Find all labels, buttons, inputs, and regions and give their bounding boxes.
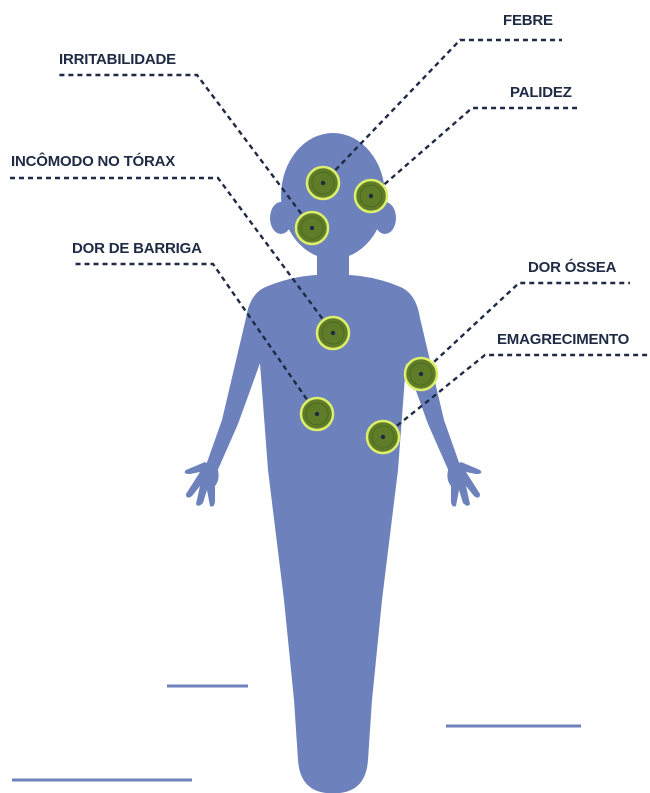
label-dor-barriga: DOR DE BARRIGA	[72, 240, 202, 258]
marker-emagrecimento	[367, 421, 399, 453]
label-emagrecimento: EMAGRECIMENTO	[497, 331, 629, 349]
marker-incomodo-torax	[317, 317, 349, 349]
leader-line-dor-ossea	[421, 283, 630, 374]
marker-dot	[381, 435, 385, 439]
marker-dor-barriga	[301, 398, 333, 430]
marker-dot	[321, 181, 325, 185]
label-febre: FEBRE	[503, 12, 553, 30]
label-palidez: PALIDEZ	[510, 84, 572, 102]
leader-line-irritabilidade	[58, 75, 312, 228]
right-hand	[447, 462, 481, 507]
marker-dot	[419, 372, 423, 376]
marker-irritabilidade	[296, 212, 328, 244]
label-incomodo-torax: INCÔMODO NO TÓRAX	[11, 153, 175, 171]
left-hand	[185, 462, 219, 507]
leader-line-palidez	[371, 108, 580, 196]
label-irritabilidade: IRRITABILIDADE	[59, 51, 176, 69]
torso-and-legs	[256, 275, 410, 793]
label-dor-ossea: DOR ÓSSEA	[528, 259, 616, 277]
marker-palidez	[355, 180, 387, 212]
marker-dor-ossea	[405, 358, 437, 390]
marker-dot	[369, 194, 373, 198]
marker-dot	[315, 412, 319, 416]
child-silhouette	[185, 133, 482, 793]
marker-dot	[310, 226, 314, 230]
marker-febre	[307, 167, 339, 199]
marker-dot	[331, 331, 335, 335]
left-ear	[270, 202, 292, 234]
